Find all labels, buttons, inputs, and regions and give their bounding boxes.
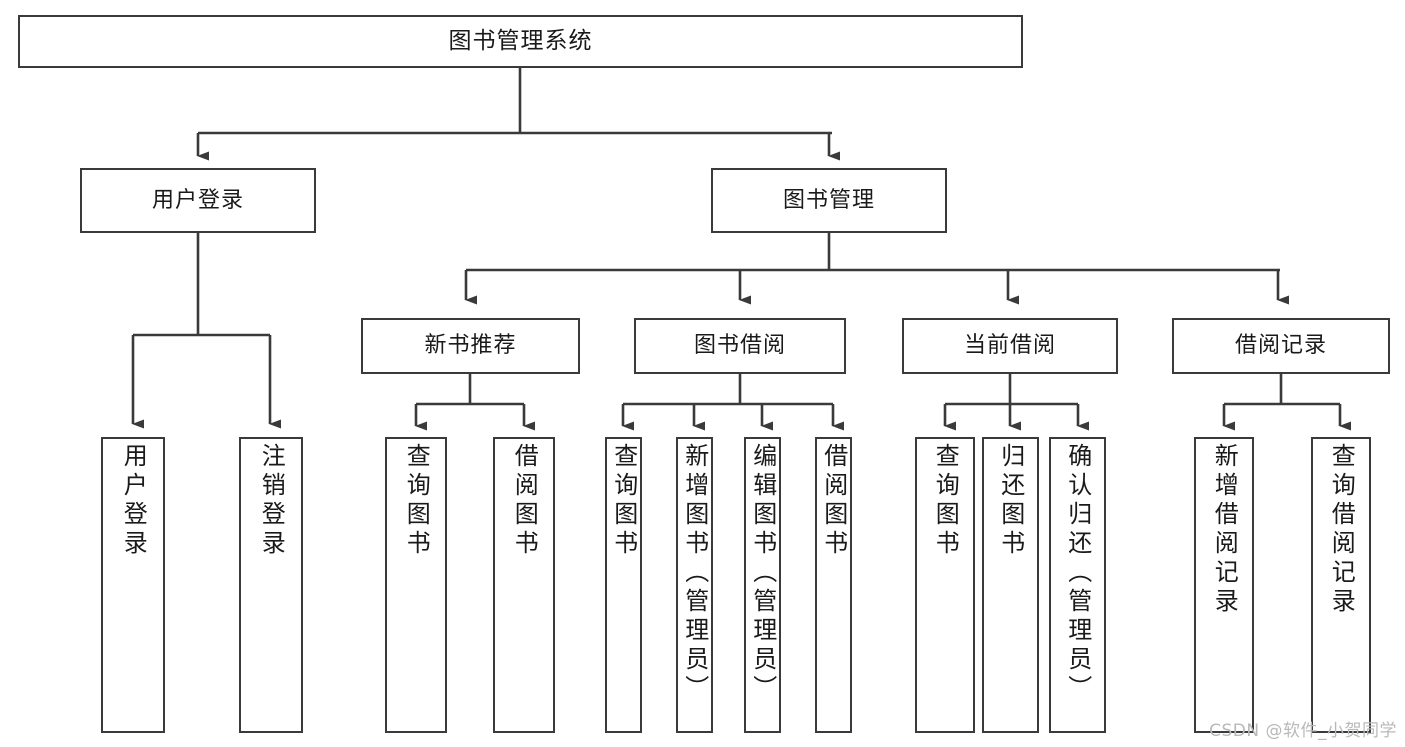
leaf-add-borrow-record[interactable]: 新增借阅记录	[1194, 437, 1254, 733]
node-new-book-recommend[interactable]: 新书推荐	[361, 318, 580, 374]
node-label: 借阅图书	[510, 443, 539, 559]
node-label: 查询图书	[402, 443, 431, 559]
leaf-return-book[interactable]: 归还图书	[982, 437, 1039, 733]
node-label: 图书管理	[782, 187, 875, 213]
leaf-query-book-borrow[interactable]: 查询图书	[605, 437, 642, 733]
leaf-borrow-book-recommend[interactable]: 借阅图书	[493, 437, 555, 733]
node-label: 新增借阅记录	[1210, 443, 1239, 617]
node-label: 新增图书（管理员）	[680, 443, 709, 704]
node-label: 图书管理系统	[448, 28, 593, 55]
leaf-user-login[interactable]: 用户登录	[101, 437, 165, 733]
leaf-edit-book-admin[interactable]: 编辑图书（管理员）	[744, 437, 781, 733]
leaf-query-book-recommend[interactable]: 查询图书	[385, 437, 447, 733]
node-label: 确认归还（管理员）	[1063, 443, 1092, 704]
leaf-add-book-admin[interactable]: 新增图书（管理员）	[676, 437, 713, 733]
node-label: 编辑图书（管理员）	[748, 443, 777, 704]
node-label: 注销登录	[257, 443, 286, 559]
node-label: 当前借阅	[963, 333, 1056, 359]
node-label: 用户登录	[151, 187, 244, 213]
node-label: 查询借阅记录	[1327, 443, 1356, 617]
node-label: 图书借阅	[693, 333, 786, 359]
node-label: 查询图书	[609, 443, 638, 559]
node-label: 借阅记录	[1234, 333, 1327, 359]
node-label: 归还图书	[996, 443, 1025, 559]
node-label: 借阅图书	[819, 443, 848, 559]
watermark-text: CSDN @软件_小贺同学	[1209, 721, 1397, 741]
node-current-borrow[interactable]: 当前借阅	[902, 318, 1118, 374]
node-borrow-record[interactable]: 借阅记录	[1172, 318, 1390, 374]
node-label: 查询图书	[931, 443, 960, 559]
leaf-query-book-current[interactable]: 查询图书	[915, 437, 975, 733]
leaf-borrow-book[interactable]: 借阅图书	[815, 437, 852, 733]
leaf-query-borrow-record[interactable]: 查询借阅记录	[1311, 437, 1371, 733]
leaf-logout-login[interactable]: 注销登录	[239, 437, 303, 733]
node-book-borrow[interactable]: 图书借阅	[634, 318, 846, 374]
node-label: 新书推荐	[424, 333, 517, 359]
leaf-confirm-return-admin[interactable]: 确认归还（管理员）	[1049, 437, 1106, 733]
node-root-book-management-system[interactable]: 图书管理系统	[18, 15, 1023, 68]
node-user-login[interactable]: 用户登录	[80, 168, 316, 233]
node-book-management[interactable]: 图书管理	[711, 168, 947, 233]
node-label: 用户登录	[119, 443, 148, 559]
